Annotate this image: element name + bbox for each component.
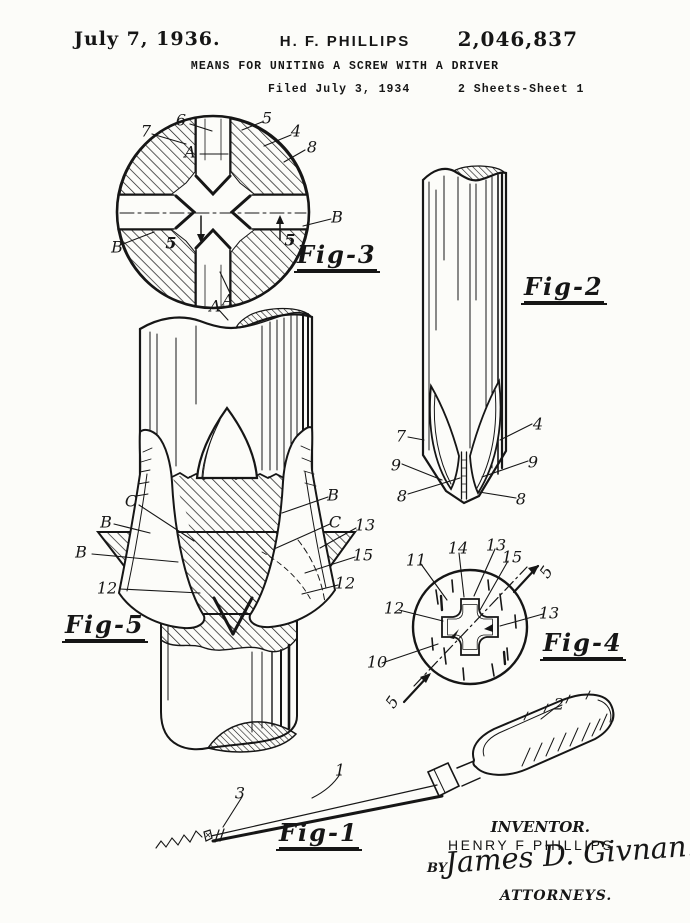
ref-label: 13 [539,604,559,623]
by-label: BY [427,861,447,876]
inventor-caption: INVENTOR. [460,818,590,836]
ref-label: 12 [97,579,117,598]
ref-label: 10 [367,653,387,672]
ref-label: 3 [235,784,245,803]
fig1-screw [156,830,212,848]
ref-label: 12 [384,599,404,618]
ref-label: 8 [516,490,526,509]
ref-label: 12 [335,574,355,593]
ref-label: A [222,291,234,310]
fig3-label: Fig-3 [294,242,380,273]
ref-label: 4 [291,122,301,141]
ref-label: 1 [335,761,345,780]
ref-label: 7 [141,122,151,141]
ref-label: 8 [397,487,407,506]
ref-label: 5 [262,109,272,128]
fig4-label: Fig-4 [540,630,626,661]
ref-label: 15 [502,548,522,567]
fig5-label: Fig-5 [62,612,148,643]
ref-label: 4 [533,415,543,434]
ref-label: 13 [355,516,375,535]
ref-label: 6 [176,111,186,130]
fig2-drawing [402,166,532,503]
ref-label: B [331,208,343,227]
ref-label: 9 [528,453,538,472]
ref-label: 15 [353,546,373,565]
ref-label: 8 [307,138,317,157]
ref-label: B [100,513,112,532]
fig2-label: Fig-2 [521,274,607,305]
ref-label: C [125,492,137,511]
ref-label: 7 [396,427,406,446]
ref-label: 14 [448,539,468,558]
fig1-label: Fig-1 [276,820,362,851]
ref-label: A [209,297,221,316]
ref-label: B [111,238,123,257]
fig4-drawing [382,549,543,702]
ref-label: 9 [391,456,401,475]
ref-label: 11 [406,551,426,570]
fig1-ferrule [428,761,480,796]
fig5-screw-shank [161,614,297,752]
ref-label: C [329,513,341,532]
ref-label: 5 [284,231,295,250]
fig1-screwdriver-handle [473,691,614,775]
ref-label: B [327,486,339,505]
fig5-drawing [92,309,356,752]
ref-label: 2 [554,695,564,714]
ref-label: B [75,543,87,562]
ref-label: 5 [165,234,176,253]
attorneys-caption: ATTORNEYS. [500,888,612,904]
fig3-drawing [117,116,331,308]
ref-label: A [184,143,196,162]
